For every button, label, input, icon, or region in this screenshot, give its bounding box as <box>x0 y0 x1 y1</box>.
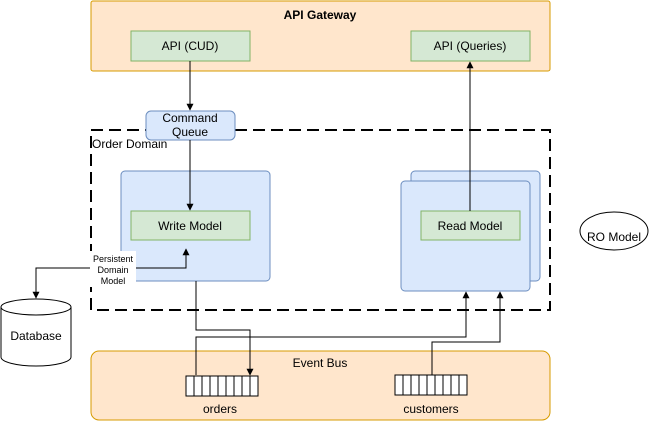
persistent-note-bg <box>90 251 136 287</box>
read-model-label: Read Model <box>438 219 503 233</box>
api-queries-label: API (Queries) <box>434 39 507 53</box>
command-queue-label-1: Command <box>162 111 217 125</box>
write-model-label: Write Model <box>158 219 222 233</box>
orders-topic-queue <box>185 375 259 397</box>
ro-model-ellipse <box>579 211 649 251</box>
read-model-box <box>420 210 521 241</box>
order-domain-title: Order Domain <box>92 137 167 151</box>
write-model-box <box>130 210 251 241</box>
persistent-note-line3: Model <box>101 276 126 286</box>
arrow-orders-to-read <box>195 291 470 375</box>
event-bus-title: Event Bus <box>293 356 348 370</box>
database-label: Database <box>10 329 62 343</box>
arrow-write-to-orders <box>195 281 254 376</box>
customers-topic-label: customers <box>403 402 458 416</box>
customers-topic-queue <box>394 374 468 396</box>
orders-topic-label: orders <box>203 402 237 416</box>
api-queries-box <box>410 30 531 62</box>
persistent-note-line1: Persistent <box>93 254 134 264</box>
api-cud-label: API (CUD) <box>162 39 219 53</box>
database-cylinder <box>0 298 72 367</box>
api-gateway-title: API Gateway <box>284 8 357 22</box>
event-bus-box <box>90 350 551 421</box>
api-cud-box <box>130 30 251 62</box>
arrow-customers-to-read <box>431 291 504 375</box>
command-queue-label-2: Queue <box>172 125 208 139</box>
ro-model-label: RO Model <box>587 230 641 244</box>
order-domain-boundary <box>90 129 551 311</box>
persistent-note-line2: Domain <box>97 265 128 275</box>
